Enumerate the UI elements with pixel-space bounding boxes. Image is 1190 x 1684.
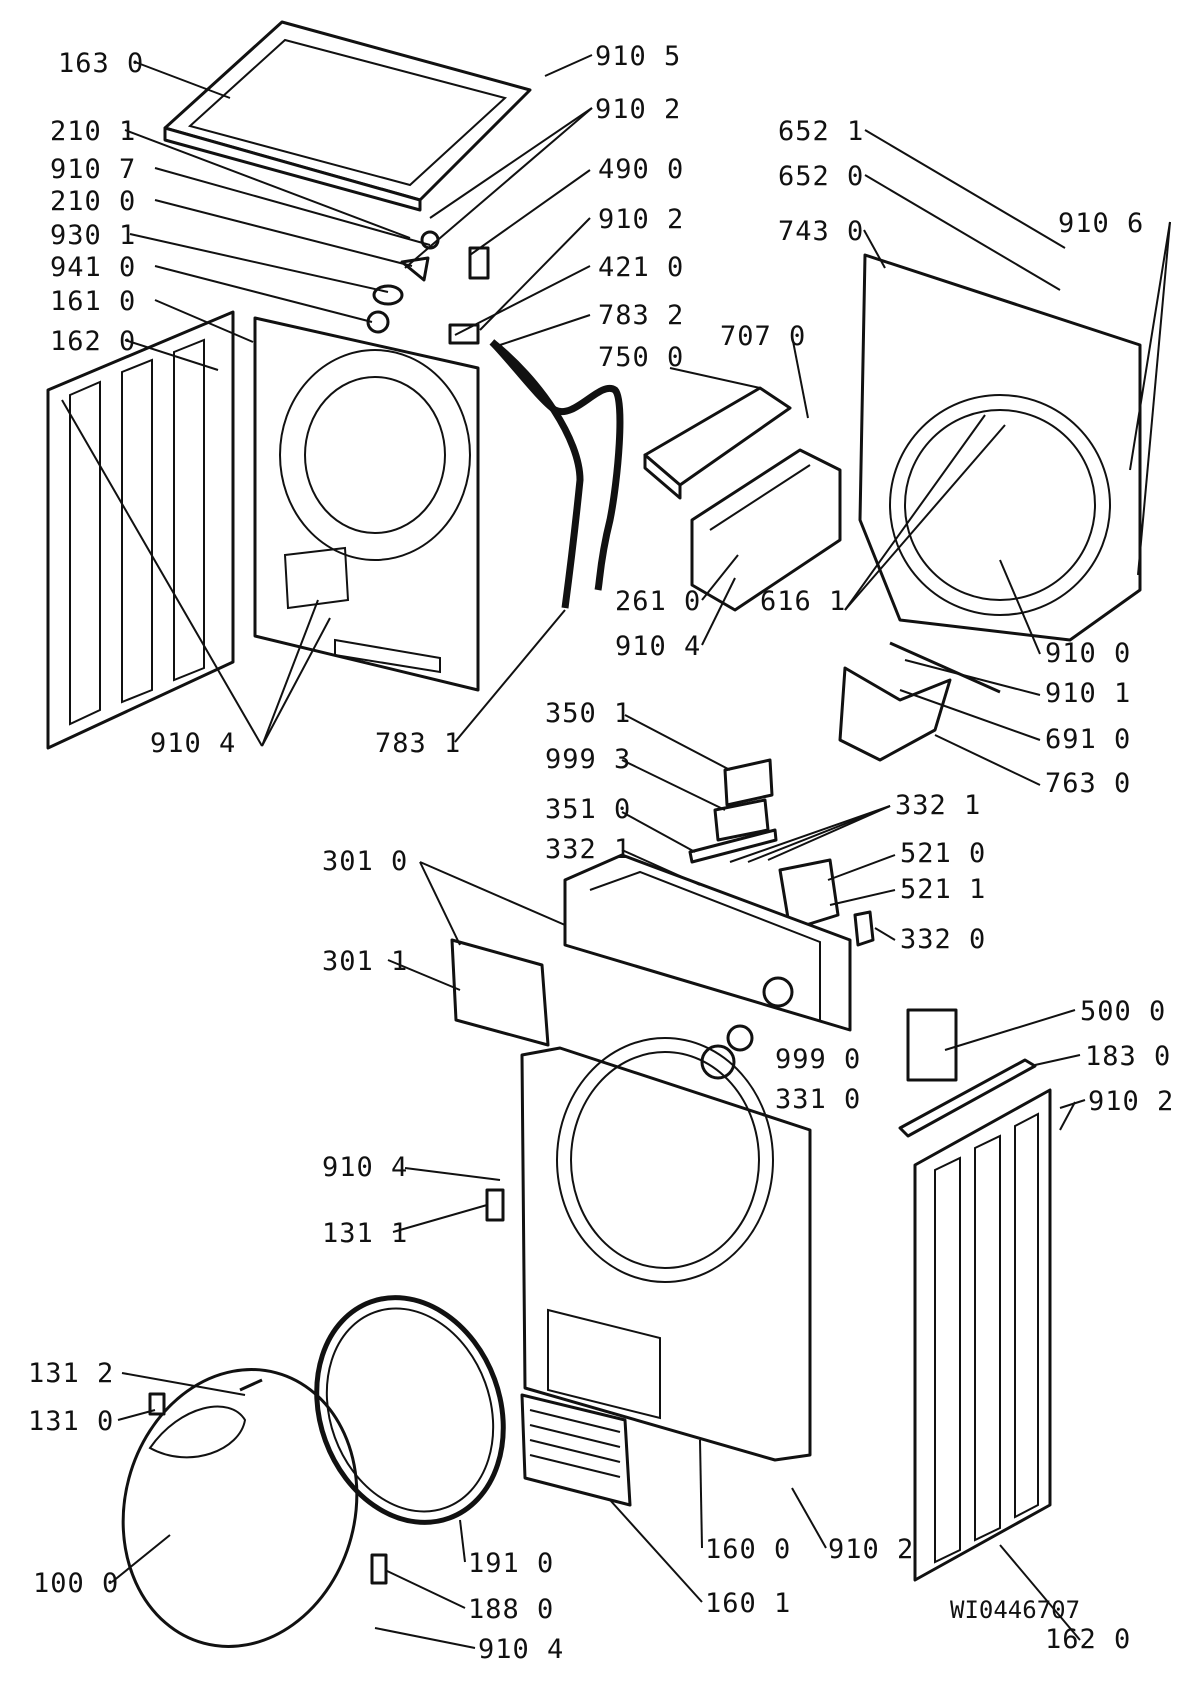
label-743-0: 743 0 (778, 216, 864, 247)
part-right-side-panel (913, 1088, 1052, 1582)
label-707-0: 707 0 (720, 321, 806, 352)
part-hose (489, 339, 624, 609)
label-100-0: 100 0 (33, 1568, 119, 1599)
label-131-0: 131 0 (28, 1406, 114, 1437)
label-783-2: 783 2 (598, 300, 684, 331)
label-350-1: 350 1 (545, 698, 631, 729)
part-condenser-housing (690, 448, 842, 612)
label-910-4: 910 4 (150, 728, 236, 759)
label-652-1: 652 1 (778, 116, 864, 147)
label-616-1: 616 1 (760, 586, 846, 617)
label-188-0: 188 0 (468, 1594, 554, 1625)
part-lint-filter (838, 641, 1001, 762)
label-421-0: 421 0 (598, 252, 684, 283)
diagram-code: WI0446707 (950, 1596, 1080, 1624)
part-knob (700, 1024, 754, 1080)
part-door (121, 1368, 359, 1648)
label-910-6: 910 6 (1058, 208, 1144, 239)
label-131-1: 131 1 (322, 1218, 408, 1249)
label-261-0: 261 0 (615, 586, 701, 617)
part-control-panel (563, 853, 852, 1032)
label-910-4-b: 910 4 (615, 631, 701, 662)
label-941-0: 941 0 (50, 252, 136, 283)
part-condenser (643, 386, 792, 500)
label-910-2: 910 2 (595, 94, 681, 125)
label-910-2-d: 910 2 (828, 1534, 914, 1565)
label-750-0: 750 0 (598, 342, 684, 373)
part-drawer (450, 938, 550, 1047)
label-490-0: 490 0 (598, 154, 684, 185)
leader-lines (61, 54, 1171, 1649)
label-910-2-c: 910 2 (1088, 1086, 1174, 1117)
label-910-5: 910 5 (595, 41, 681, 72)
part-gasket (314, 1295, 506, 1525)
label-332-1-b: 332 1 (545, 834, 631, 865)
label-162-0-b: 162 0 (1045, 1624, 1131, 1655)
label-910-0: 910 0 (1045, 638, 1131, 669)
label-351-0: 351 0 (545, 794, 631, 825)
label-691-0: 691 0 (1045, 724, 1131, 755)
label-521-1: 521 1 (900, 874, 986, 905)
label-999-3: 999 3 (545, 744, 631, 775)
label-763-0: 763 0 (1045, 768, 1131, 799)
label-210-1: 210 1 (50, 116, 136, 147)
label-930-1: 930 1 (50, 220, 136, 251)
label-910-1: 910 1 (1045, 678, 1131, 709)
label-160-0: 160 0 (705, 1534, 791, 1565)
label-160-1: 160 1 (705, 1588, 791, 1619)
part-labels: 163 0 910 5 910 2 210 1 910 7 490 0 210 … (28, 41, 1174, 1665)
part-rail (898, 1008, 1037, 1138)
label-162-0: 162 0 (50, 326, 136, 357)
part-control-electronics (688, 758, 875, 947)
label-521-0: 521 0 (900, 838, 986, 869)
label-332-0: 332 0 (900, 924, 986, 955)
label-500-0: 500 0 (1080, 996, 1166, 1027)
label-210-0: 210 0 (50, 186, 136, 217)
label-301-1: 301 1 (322, 946, 408, 977)
label-910-2-b: 910 2 (598, 204, 684, 235)
label-131-2: 131 2 (28, 1358, 114, 1389)
label-652-0: 652 0 (778, 161, 864, 192)
label-910-7: 910 7 (50, 154, 136, 185)
label-191-0: 191 0 (468, 1548, 554, 1579)
label-999-0: 999 0 (775, 1044, 861, 1075)
label-183-0: 183 0 (1085, 1041, 1171, 1072)
label-332-1: 332 1 (895, 790, 981, 821)
label-163-0: 163 0 (58, 48, 144, 79)
label-301-0: 301 0 (322, 846, 408, 877)
label-910-4-d: 910 4 (478, 1634, 564, 1665)
part-front-frame (858, 253, 1142, 642)
label-331-0: 331 0 (775, 1084, 861, 1115)
label-161-0: 161 0 (50, 286, 136, 317)
part-top-cover (163, 20, 532, 212)
label-783-1: 783 1 (375, 728, 461, 759)
part-small-hardware-bottom (148, 1188, 505, 1585)
part-left-side-panel (46, 310, 235, 750)
part-front-panel (520, 1037, 812, 1462)
part-rear-panel (253, 316, 480, 692)
part-grille (520, 1393, 632, 1507)
label-910-4-c: 910 4 (322, 1152, 408, 1183)
